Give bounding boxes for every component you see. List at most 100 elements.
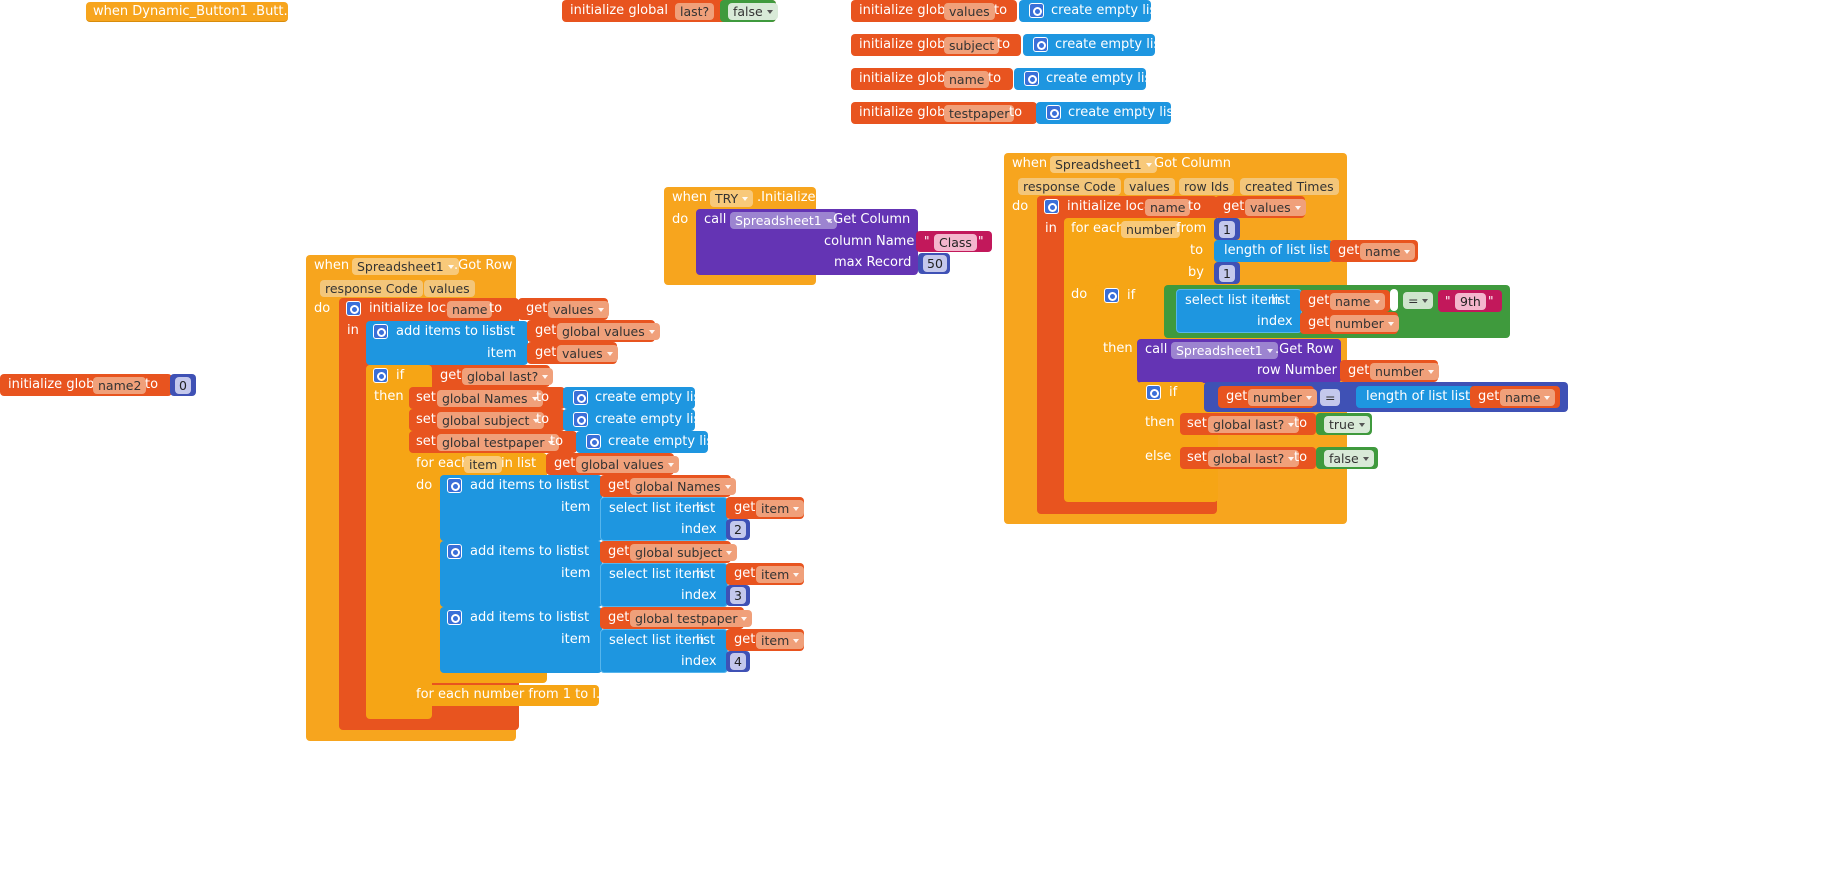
try-component-dropdown[interactable]: TRY	[710, 190, 754, 207]
get-global-subject-dropdown[interactable]: global subject	[630, 544, 738, 561]
index-number-field[interactable]: 4	[730, 653, 746, 670]
add-items-names-block[interactable]: add items to list list item	[440, 475, 602, 541]
get-global-last-dropdown[interactable]: global last?	[462, 368, 554, 385]
from-number-field[interactable]: 1	[1219, 221, 1235, 238]
collapsed-for-each-block[interactable]: for each number from 1 to l...	[409, 685, 608, 706]
set-last-true-block[interactable]: set global last? to	[1180, 413, 1316, 435]
index-number-field[interactable]: 2	[730, 521, 746, 538]
set-global-testpaper-block[interactable]: set global testpaper to	[409, 431, 577, 453]
get-number-dropdown[interactable]: number	[1248, 389, 1317, 406]
false-block-2[interactable]: false	[1316, 447, 1378, 469]
set-global-names-block[interactable]: set global Names to	[409, 387, 565, 409]
get-values-dropdown[interactable]: values	[1245, 199, 1306, 216]
get-values-dropdown[interactable]: values	[548, 301, 609, 318]
for-each-number-var[interactable]: number	[1121, 221, 1180, 238]
global-name2-name-field[interactable]: name2	[93, 377, 147, 394]
gear-icon[interactable]	[447, 544, 462, 559]
select-list-item-3[interactable]: select list item list index	[600, 629, 728, 673]
get-global-values-block[interactable]: get global values	[527, 320, 660, 342]
gear-icon[interactable]	[373, 368, 388, 383]
add-items-subject-block[interactable]: add items to list list item	[440, 541, 602, 607]
9th-text-block[interactable]: " 9th "	[1438, 290, 1502, 312]
get-name-dropdown[interactable]: name	[1500, 389, 1556, 406]
gc-get-values-block[interactable]: get values	[1215, 196, 1306, 218]
get-column-call-block[interactable]: call Spreadsheet1 .Get Column column Nam…	[696, 209, 918, 275]
get-item-dropdown[interactable]: item	[756, 500, 805, 517]
get-global-last-block[interactable]: get global last?	[432, 365, 554, 387]
init-global-last-block[interactable]: initialize global last? to false	[562, 0, 778, 22]
gear-icon[interactable]	[573, 390, 588, 405]
create-empty-list-subject[interactable]: create empty list	[563, 409, 705, 431]
get-global-values-dropdown[interactable]: global values	[576, 456, 679, 473]
get-number-dropdown[interactable]: number	[1330, 315, 1399, 332]
set-global-last-dropdown[interactable]: global last?	[1208, 450, 1300, 467]
get-item-dropdown[interactable]: item	[756, 632, 805, 649]
get-name-length-block[interactable]: get name	[1330, 240, 1418, 262]
set-global-subject-dropdown[interactable]: global subject	[437, 412, 545, 429]
class-text-field[interactable]: Class	[934, 234, 977, 251]
max-record-number-block[interactable]: 50	[918, 253, 950, 274]
get-number-dropdown[interactable]: number	[1370, 363, 1439, 380]
get-item-block-2[interactable]: get item	[726, 563, 805, 585]
index-number-block-1[interactable]: 2	[726, 519, 750, 540]
get-global-testpaper-dropdown[interactable]: global testpaper	[630, 610, 753, 627]
spreadsheet-component-dropdown[interactable]: Spreadsheet1	[730, 212, 837, 229]
got-row-component-dropdown[interactable]: Spreadsheet1	[352, 258, 459, 275]
create-empty-list-names[interactable]: create empty list	[563, 387, 705, 409]
global-last-name-field[interactable]: last?	[675, 3, 715, 20]
get-values-block[interactable]: get values	[518, 298, 609, 320]
set-global-last-dropdown[interactable]: global last?	[1208, 416, 1300, 433]
select-list-item-1[interactable]: select list item list index	[600, 497, 728, 541]
index-number-field[interactable]: 3	[730, 587, 746, 604]
create-empty-list-block-2[interactable]: create empty list	[1023, 34, 1165, 56]
equals-operator-dropdown[interactable]: =	[1403, 292, 1434, 309]
set-global-names-dropdown[interactable]: global Names	[437, 390, 543, 407]
create-empty-list-block-1[interactable]: create empty list	[1019, 0, 1161, 22]
gear-icon[interactable]	[1029, 3, 1044, 18]
get-item-block-1[interactable]: get item	[726, 497, 805, 519]
get-values-item-block[interactable]: get values	[527, 342, 618, 364]
get-global-testpaper-block[interactable]: get global testpaper	[600, 607, 753, 629]
global-subject-name-field[interactable]: subject	[944, 37, 1000, 54]
gear-icon[interactable]	[373, 324, 388, 339]
max-record-number-field[interactable]: 50	[923, 255, 947, 272]
compare-operator-dropdown[interactable]: =	[1320, 389, 1341, 406]
gear-icon[interactable]	[586, 434, 601, 449]
get-global-names-block[interactable]: get global Names	[600, 475, 736, 497]
by-number-block[interactable]: 1	[1214, 262, 1240, 284]
gear-icon[interactable]	[1046, 105, 1061, 120]
get-name-select-block[interactable]: get name	[1300, 290, 1390, 312]
number-zero-block[interactable]: 0	[170, 374, 196, 396]
get-global-values-list-block[interactable]: get global values	[546, 453, 679, 475]
class-text-block[interactable]: " Class "	[916, 231, 992, 252]
set-last-false-block[interactable]: set global last? to	[1180, 447, 1316, 469]
param-values[interactable]: values	[424, 280, 475, 297]
param-row-ids[interactable]: row Ids	[1179, 178, 1234, 195]
param-response-code[interactable]: response Code	[320, 280, 423, 297]
gear-icon[interactable]	[1033, 37, 1048, 52]
for-each-item-var[interactable]: item	[464, 456, 503, 473]
index-number-block-3[interactable]: 4	[726, 651, 750, 672]
gear-icon[interactable]	[447, 610, 462, 625]
gear-icon[interactable]	[573, 412, 588, 427]
get-global-subject-block[interactable]: get global subject	[600, 541, 738, 563]
select-list-item-2[interactable]: select list item list index	[600, 563, 728, 607]
get-global-names-dropdown[interactable]: global Names	[630, 478, 736, 495]
create-empty-list-block-4[interactable]: create empty list	[1036, 102, 1178, 124]
add-items-values-block[interactable]: add items to list list item	[366, 321, 528, 365]
init-global-subject-block[interactable]: initialize global subject to	[851, 34, 1021, 56]
init-global-name-block[interactable]: initialize global name to	[851, 68, 1013, 90]
init-global-testpaper-block[interactable]: initialize global testpaper to	[851, 102, 1037, 124]
gear-icon[interactable]	[346, 301, 361, 316]
global-name-name-field[interactable]: name	[944, 71, 990, 88]
true-block[interactable]: true	[1316, 413, 1372, 435]
gear-icon[interactable]	[447, 478, 462, 493]
param-created-times[interactable]: created Times	[1240, 178, 1339, 195]
got-column-component-dropdown[interactable]: Spreadsheet1	[1050, 156, 1157, 173]
init-global-values-block[interactable]: initialize global values to	[851, 0, 1017, 22]
select-list-item-name[interactable]: select list item list index	[1176, 289, 1302, 333]
init-global-name2-block[interactable]: initialize global name2 to	[0, 374, 172, 396]
local-name-field[interactable]: name	[1145, 199, 1191, 216]
true-dropdown[interactable]: true	[1324, 416, 1370, 433]
